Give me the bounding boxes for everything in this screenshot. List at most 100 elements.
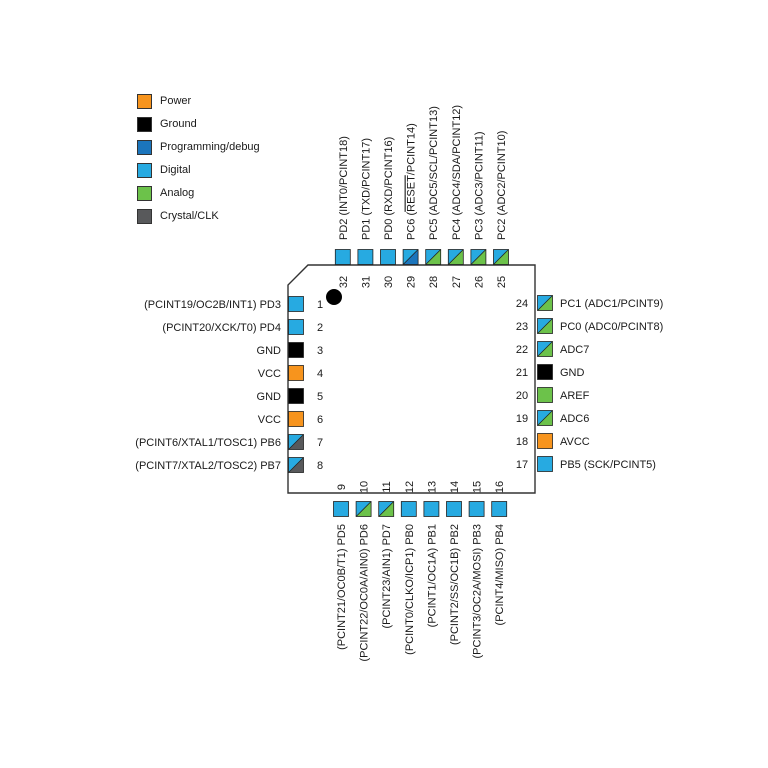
pin-11-number: 11	[381, 481, 393, 492]
pin-21-number: 21	[516, 367, 528, 379]
pin-19-label: ADC6	[560, 413, 589, 425]
pin-26-square	[470, 249, 487, 265]
pin-4-label: VCC	[258, 368, 281, 380]
pin-4-square	[288, 365, 304, 381]
pin-23-number: 23	[516, 321, 528, 333]
pin-13-square	[423, 501, 440, 517]
pin-30-square	[380, 249, 396, 265]
pin-9-number: 9	[336, 484, 348, 490]
pin-24-number: 24	[516, 298, 528, 310]
pin-3-label: GND	[257, 345, 282, 357]
pin-15-number: 15	[472, 481, 484, 493]
legend-label: Crystal/CLK	[160, 210, 219, 222]
pin-23-label: PC0 (ADC0/PCINT8)	[560, 321, 663, 333]
pin-24-square	[537, 295, 553, 311]
pin-18-square	[537, 433, 553, 449]
legend-swatch-digital	[137, 163, 152, 178]
pin-12-square	[400, 501, 417, 517]
legend-swatch-crystal	[137, 209, 152, 224]
pin-21-square	[537, 364, 553, 380]
pin-29-label: PC6 (RESET/PCINT14)	[406, 123, 418, 240]
pin-18-label: AVCC	[560, 436, 590, 448]
pin-9-square	[333, 501, 349, 517]
pin-20-number: 20	[516, 390, 528, 402]
pin-11-square	[378, 501, 395, 517]
pin-8-number: 8	[317, 460, 323, 472]
pin-1-number: 1	[317, 299, 323, 311]
pin-22-label: ADC7	[560, 344, 589, 356]
pin-26-label: PC3 (ADC3/PCINT11)	[473, 131, 485, 240]
pin-28-label: PC5 (ADC5/SCL/PCINT13)	[428, 106, 440, 240]
pin-10-number: 10	[359, 481, 371, 493]
pin-7-number: 7	[317, 437, 323, 449]
pin-23-square	[537, 318, 553, 334]
legend-label: Analog	[160, 187, 195, 199]
pin-19-square	[537, 410, 553, 426]
pin-28-square	[425, 249, 442, 265]
pin-20-square	[537, 387, 553, 403]
pin-32-square	[334, 249, 351, 265]
legend-label: Digital	[160, 164, 191, 176]
pin-26-number: 26	[473, 276, 485, 288]
pin-7-label: (PCINT6/XTAL1/TOSC1) PB6	[135, 437, 281, 449]
legend-label: Ground	[160, 118, 197, 130]
pin-29-number: 29	[406, 276, 418, 288]
pin-15-label: (PCINT3/OC2A/MOSI) PB3	[472, 524, 484, 658]
pin-11-label: (PCINT23/AIN1) PD7	[381, 524, 393, 629]
pin-6-label: VCC	[258, 414, 281, 426]
pin-3-number: 3	[317, 345, 323, 357]
pin-27-square	[447, 249, 464, 265]
pin-17-square	[537, 456, 553, 472]
pin-31-square	[357, 249, 374, 265]
pin-30-number: 30	[383, 276, 395, 288]
legend-label: Programming/debug	[160, 141, 260, 153]
pin-17-label: PB5 (SCK/PCINT5)	[560, 459, 656, 471]
pin-13-label: (PCINT1/OC1A) PB1	[426, 524, 438, 627]
pin-1-square	[288, 296, 304, 312]
pin-14-label: (PCINT2/SS/OC1B) PB2	[449, 524, 461, 645]
pin-19-number: 19	[516, 413, 528, 425]
pin-7-square	[288, 434, 304, 450]
pin-31-label: PD1 (TXD/PCINT17)	[360, 138, 372, 240]
pin-8-square	[288, 457, 304, 473]
pin-1-label: (PCINT19/OC2B/INT1) PD3	[144, 299, 281, 311]
chip-body	[287, 264, 536, 494]
legend-swatch-ground	[137, 117, 152, 132]
pin-4-number: 4	[317, 368, 323, 380]
pin-27-number: 27	[451, 276, 463, 288]
pin-5-label: GND	[257, 391, 282, 403]
pin-15-square	[468, 501, 485, 517]
legend-swatch-analog	[137, 186, 152, 201]
pin-20-label: AREF	[560, 390, 590, 402]
pin-3-square	[288, 342, 304, 358]
pin-31-number: 31	[360, 276, 372, 288]
pin-12-number: 12	[404, 481, 416, 493]
pin-25-number: 25	[496, 276, 508, 288]
pin-30-label: PD0 (RXD/PCINT16)	[383, 137, 395, 240]
pin-17-number: 17	[516, 459, 528, 471]
pin-16-number: 16	[494, 481, 506, 493]
pin-22-square	[537, 341, 553, 357]
pin-27-label: PC4 (ADC4/SDA/PCINT12)	[451, 105, 463, 240]
pin-25-square	[493, 249, 509, 265]
pin-6-square	[288, 411, 304, 427]
pin-2-square	[288, 319, 304, 335]
pin-25-label: PC2 (ADC2/PCINT10)	[496, 131, 508, 240]
pin1-marker-dot	[326, 289, 342, 305]
pin-16-label: (PCINT4/MISO) PB4	[494, 524, 506, 625]
pin-6-number: 6	[317, 414, 323, 426]
pin-8-label: (PCINT7/XTAL2/TOSC2) PB7	[135, 460, 281, 472]
legend-label: Power	[160, 95, 192, 107]
pin-21-label: GND	[560, 367, 585, 379]
pin-2-label: (PCINT20/XCK/T0) PD4	[162, 322, 281, 334]
pin-9-label: (PCINT21/OC0B/T1) PD5	[336, 524, 348, 650]
pin-32-label: PD2 (INT0/PCINT18)	[338, 136, 350, 240]
pin-12-label: (PCINT0/CLKO/ICP1) PB0	[404, 524, 416, 655]
pin-18-number: 18	[516, 436, 528, 448]
pin-2-number: 2	[317, 322, 323, 334]
pin-14-square	[446, 501, 462, 517]
pin-10-square	[355, 501, 372, 517]
pin-13-number: 13	[426, 481, 438, 493]
pin-28-number: 28	[428, 276, 440, 288]
